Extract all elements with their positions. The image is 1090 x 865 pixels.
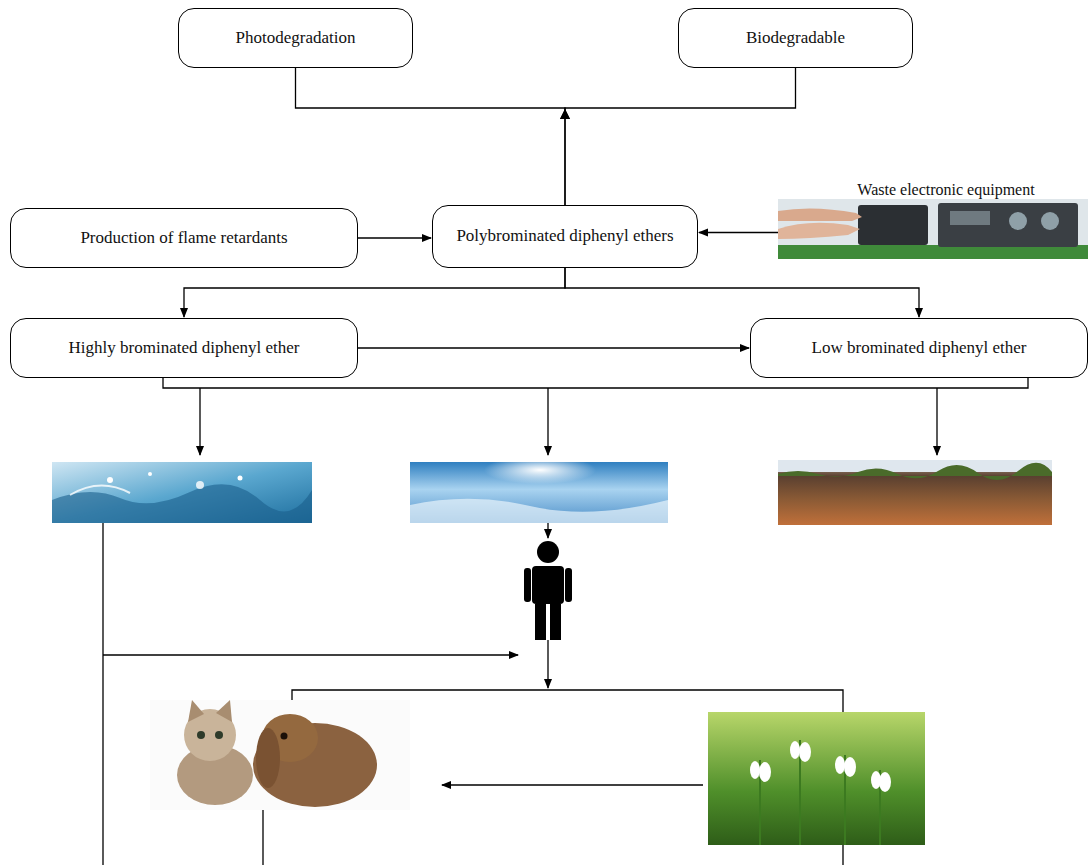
flow-arrow (547, 523, 548, 538)
node-label: Highly brominated diphenyl ether (69, 338, 300, 358)
node-label: Waste electronic equipment (855, 180, 1036, 199)
text-stack: Low brominated diphenyl ether (812, 338, 1027, 358)
connector (358, 238, 431, 239)
node-label: Low brominated diphenyl ether (812, 338, 1027, 358)
connector (358, 348, 749, 349)
photo-node: Waste electronic equipment (778, 180, 1090, 260)
process-box: Highly brominated diphenyl ether (10, 318, 358, 378)
connector (699, 232, 778, 233)
connector (565, 268, 919, 317)
process-box: Polybrominated diphenyl ethers (432, 205, 698, 268)
text-stack: Photodegradation (236, 28, 356, 48)
electronics-picture (778, 199, 1088, 259)
node-label: Production of flame retardants (80, 228, 287, 248)
process-box: Biodegradable (678, 8, 913, 68)
plants-picture (708, 712, 925, 845)
connector (560, 68, 796, 205)
text-stack: Highly brominated diphenyl ether (69, 338, 300, 358)
human-figure (524, 541, 572, 640)
animals-picture (150, 700, 410, 810)
branch-lines (163, 378, 1028, 455)
process-box: Production of flame retardants (10, 208, 358, 268)
node-label: Photodegradation (236, 28, 356, 48)
connector (296, 68, 571, 205)
text-stack: Biodegradable (746, 28, 845, 48)
process-box: Photodegradation (178, 8, 413, 68)
text-stack: Production of flame retardants (80, 228, 287, 248)
water-lines (103, 523, 518, 865)
connector (184, 268, 565, 317)
process-box: Low brominated diphenyl ether (750, 318, 1088, 378)
bottom-lines (263, 785, 843, 865)
water-picture (52, 462, 312, 523)
text-stack: Waste electronic equipment (778, 180, 1090, 199)
node-label: Biodegradable (746, 28, 845, 48)
node-label: Polybrominated diphenyl ethers (456, 226, 673, 246)
text-stack: Polybrominated diphenyl ethers (456, 226, 673, 246)
sky-picture (410, 458, 668, 523)
soil-picture (778, 460, 1052, 525)
